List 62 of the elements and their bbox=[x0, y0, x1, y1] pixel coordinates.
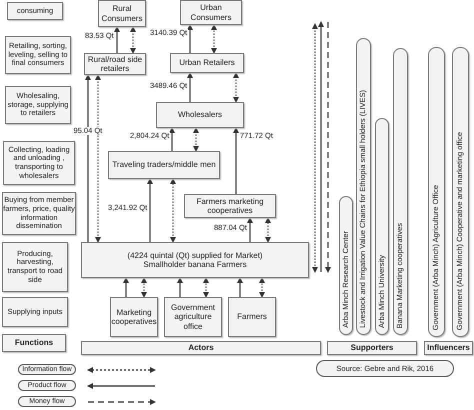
supporter-bar bbox=[393, 48, 408, 335]
node-label: Functions bbox=[14, 338, 54, 348]
information-flow-arrow bbox=[203, 277, 209, 298]
node-label: Rural/road side retailers bbox=[86, 54, 144, 74]
product-flow-arrow bbox=[114, 26, 120, 53]
product-flow-arrow bbox=[187, 72, 193, 102]
category-bar bbox=[2, 334, 66, 352]
information-flow-arrow bbox=[265, 217, 271, 243]
actor-box bbox=[228, 297, 276, 337]
information-flow-arrow bbox=[170, 178, 176, 243]
product-flow-arrow bbox=[233, 127, 239, 194]
supporter-bar bbox=[375, 118, 389, 335]
node-label: Marketing cooperatives bbox=[111, 308, 157, 326]
node-label: Rural Consumers bbox=[100, 4, 144, 23]
function-box bbox=[2, 242, 68, 292]
supporter-bar bbox=[452, 47, 469, 337]
supporter-bar bbox=[356, 38, 371, 335]
information-flow-arrow bbox=[95, 74, 101, 243]
product-flow-arrow bbox=[169, 127, 175, 151]
node-label: Traveling traders/middle men bbox=[112, 160, 216, 170]
node-label: Smallholder banana Farmers bbox=[143, 260, 247, 270]
information-flow-arrow bbox=[211, 24, 217, 54]
category-bar bbox=[327, 341, 417, 355]
actor-box bbox=[98, 0, 146, 27]
node-label: Actors bbox=[188, 343, 214, 353]
node-label: Supporters bbox=[350, 343, 394, 353]
product-flow-arrow bbox=[187, 24, 193, 53]
information-flow-arrow bbox=[130, 26, 136, 54]
node-label: Influencers bbox=[427, 343, 470, 353]
product-flow-arrow bbox=[247, 217, 253, 242]
information-flow-arrow bbox=[193, 127, 199, 152]
actor-box bbox=[108, 151, 220, 179]
function-box bbox=[5, 36, 71, 74]
supporter-bar bbox=[428, 47, 445, 337]
node-label: Wholesalers bbox=[178, 110, 222, 120]
product-flow-arrow bbox=[147, 178, 153, 242]
function-box bbox=[2, 297, 68, 327]
node-label: Farmers bbox=[237, 312, 267, 322]
product-flow-arrow bbox=[237, 277, 243, 297]
actor-box bbox=[110, 297, 158, 337]
information-flow-arrow bbox=[259, 277, 265, 298]
actor-box bbox=[184, 194, 276, 218]
node-label: Urban Retailers bbox=[179, 58, 235, 68]
product-flow-arrow bbox=[123, 277, 129, 297]
category-bar bbox=[81, 341, 321, 355]
information-flow-arrow bbox=[141, 277, 147, 298]
node-label: Government agriculture office bbox=[170, 303, 216, 331]
node-label: (4224 quintal (Qt) supplied for Market) bbox=[127, 250, 263, 260]
information-flow-arrow bbox=[233, 72, 239, 103]
actor-box bbox=[156, 102, 244, 128]
actor-box bbox=[170, 53, 244, 73]
node-label: Urban Consumers bbox=[190, 3, 232, 22]
actor-box bbox=[81, 242, 309, 278]
function-box bbox=[7, 2, 63, 20]
function-box bbox=[5, 86, 71, 124]
supporter-bar bbox=[339, 196, 353, 335]
actor-box bbox=[164, 297, 222, 337]
product-flow-arrow bbox=[177, 277, 183, 297]
product-flow-arrow bbox=[85, 74, 91, 242]
actor-box bbox=[180, 0, 242, 25]
node-label: Farmers marketing cooperatives bbox=[195, 196, 265, 216]
category-bar bbox=[424, 341, 473, 355]
